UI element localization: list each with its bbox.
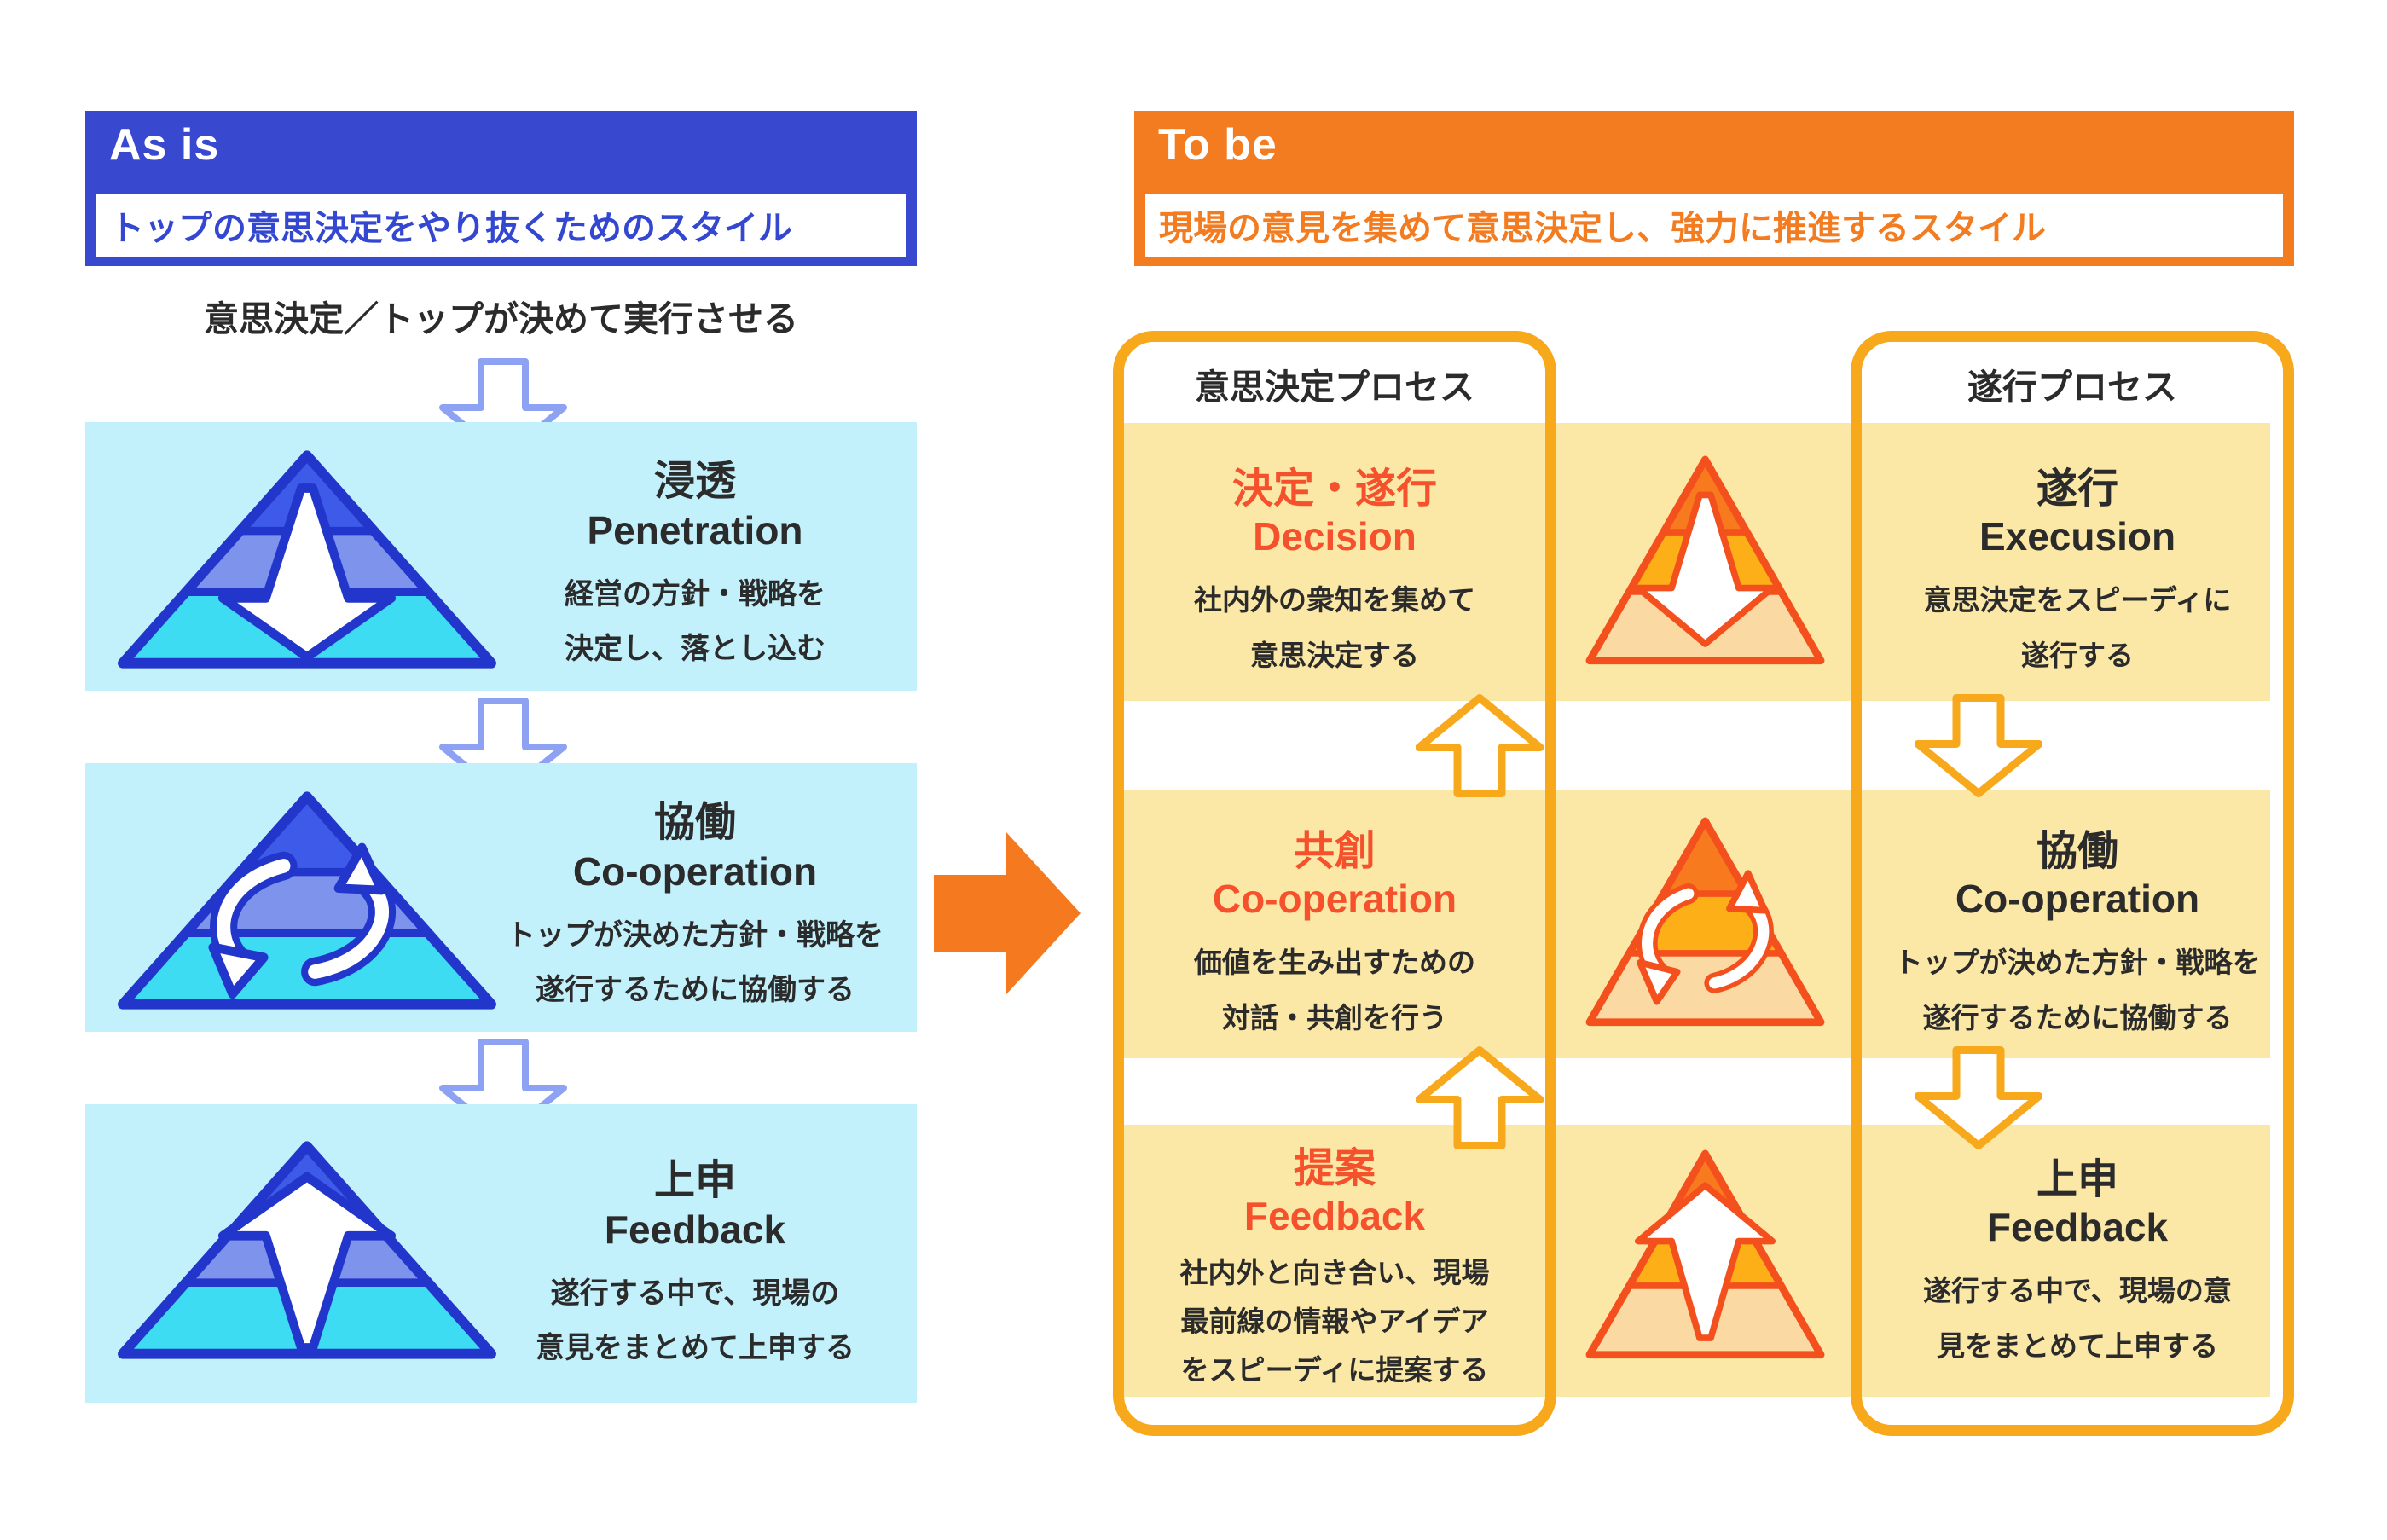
pyramid-cycle-arrows-icon <box>1585 817 1825 1027</box>
box-title-en: Co-operation <box>572 849 818 894</box>
to-be-subtitle: 現場の意見を集めて意思決定し、強力に推進するスタイル <box>1159 210 2046 247</box>
to-be-title: To be <box>1158 120 1278 170</box>
big-right-arrow-icon <box>934 832 1081 994</box>
pyramid-down-arrow-icon <box>1585 455 1825 665</box>
as-is-subtitle: トップの意思決定をやり抜くためのスタイル <box>110 210 792 247</box>
as-is-box-cooperation-text: 協働 Co-operation トップが決めた方針・戦略を 遂行するために協働す… <box>486 797 904 1030</box>
box-body: 遂行する中で、現場の 意見をまとめて上申する <box>536 1277 855 1365</box>
execution-cell-2: 協働 Co-operation トップが決めた方針・戦略を 遂行するために協働す… <box>1894 829 2261 1034</box>
box-title-en: Feedback <box>604 1207 786 1252</box>
to-be-subtitle-band: 現場の意見を集めて意思決定し、強力に推進するスタイル <box>1145 194 2283 257</box>
box-body: トップが決めた方針・戦略を 遂行するために協働する <box>507 919 884 1007</box>
pyramid-down-arrow-icon <box>118 450 496 669</box>
execution-process-frame <box>1851 331 2294 1436</box>
decision-process-frame <box>1113 331 1556 1436</box>
pyramid-up-arrow-icon <box>1585 1149 1825 1359</box>
as-is-title: As is <box>109 120 220 170</box>
box-title-ja: 協働 <box>653 800 736 845</box>
decision-cell-2: 共創 Co-operation 価値を生み出すための 対話・共創を行う <box>1194 829 1475 1034</box>
execution-process-header: 遂行プロセス <box>1967 368 2177 407</box>
as-is-caption: 意思決定／トップが決めて実行させる <box>204 299 798 339</box>
execution-cell-3: 上申 Feedback 遂行する中で、現場の意 見をまとめて上申する <box>1923 1157 2232 1363</box>
down-arrow-icon <box>1915 694 2042 797</box>
box-title-ja: 上申 <box>653 1158 736 1203</box>
up-arrow-icon <box>1416 694 1544 797</box>
down-arrow-icon <box>1915 1046 2042 1149</box>
box-title-en: Penetration <box>587 508 803 553</box>
box-title-ja: 浸透 <box>653 459 736 504</box>
as-is-box-penetration-text: 浸透 Penetration 経営の方針・戦略を 決定し、落とし込む <box>486 456 904 689</box>
as-is-header: As is トップの意思決定をやり抜くためのスタイル <box>85 111 917 266</box>
pyramid-cycle-arrows-icon <box>118 791 496 1010</box>
up-arrow-icon <box>1416 1046 1544 1149</box>
as-is-subtitle-band: トップの意思決定をやり抜くためのスタイル <box>96 194 906 257</box>
pyramid-up-arrow-icon <box>118 1141 496 1359</box>
decision-cell-3: 提案 Feedback 社内外と向き合い、現場 最前線の情報やアイデア をスピー… <box>1179 1146 1490 1387</box>
execution-cell-1: 遂行 Execusion 意思決定をスピーディに 遂行する <box>1923 466 2232 672</box>
box-body: 経営の方針・戦略を 決定し、落とし込む <box>565 578 826 666</box>
to-be-header: To be 現場の意見を集めて意思決定し、強力に推進するスタイル <box>1134 111 2294 266</box>
as-is-box-feedback-text: 上申 Feedback 遂行する中で、現場の 意見をまとめて上申する <box>486 1155 904 1388</box>
decision-cell-1: 決定・遂行 Decision 社内外の衆知を集めて 意思決定する <box>1194 466 1475 672</box>
decision-process-header: 意思決定プロセス <box>1195 368 1474 407</box>
